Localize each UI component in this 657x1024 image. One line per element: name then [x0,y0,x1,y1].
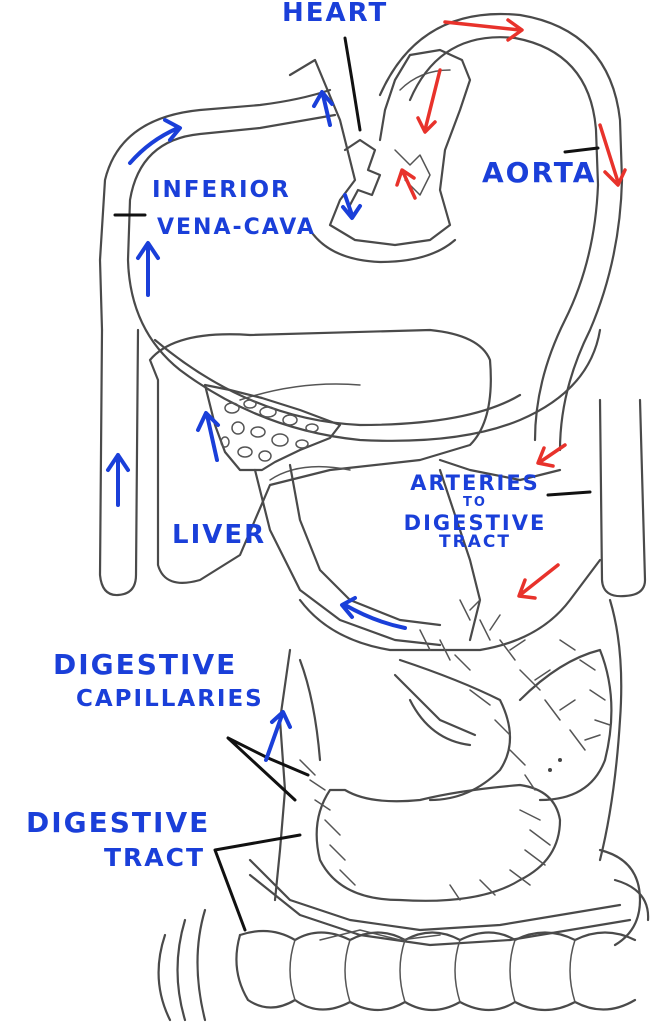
arteries-label: ARTERIES TO DIGESTIVE TRACT [385,472,565,552]
vena-cava-vessel [98,88,602,597]
arteries-label-line3: DIGESTIVE [403,510,547,535]
venous-arrows [106,90,407,762]
heart-label: HEART [282,0,389,28]
portal-vein [253,458,562,647]
tract-label-line1: DIGESTIVE [26,806,211,839]
leader-lines [113,36,600,932]
tract-leader [213,833,302,932]
heart-outline [288,48,472,264]
capillaries-label-line1: DIGESTIVE [53,648,238,681]
aorta-vessel [378,12,647,598]
arterial-arrows [395,18,627,600]
liver-label: LIVER [172,520,267,550]
capillaries-leader [226,736,310,802]
arteries-label-line2: TO [463,495,487,511]
digestive-tract [248,558,632,947]
intestine-coils [157,848,650,1022]
arteries-leader [546,490,592,497]
arteries-label-line4: TRACT [439,531,511,552]
tract-label: DIGESTIVE TRACT [26,808,210,872]
capillaries-label: DIGESTIVE CAPILLARIES [48,650,264,712]
inferior-label: INFERIOR [152,177,291,203]
liver-capillary-network [203,383,342,472]
tract-label-line2: TRACT [104,843,206,873]
heart-leader [343,36,362,132]
digestive-capillaries [299,599,611,901]
arteries-label-line1: ARTERIES [410,471,540,495]
vena-cava-label: VENA-CAVA [157,215,316,240]
aorta-label: AORTA [482,156,597,189]
aorta-leader [563,146,600,154]
capillaries-label-line2: CAPILLARIES [76,686,264,713]
